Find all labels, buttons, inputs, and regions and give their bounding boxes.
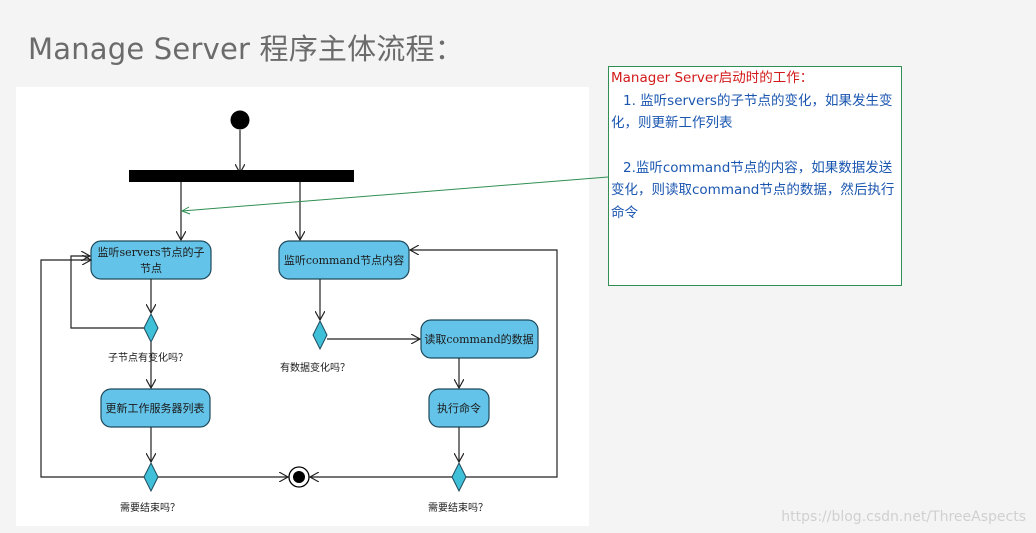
activity-diagram: 监听servers节点的子 节点 子节点有变化吗？ 更新工作服务器列表 需要结束… (16, 87, 589, 526)
flow-children-loop-back (70, 256, 144, 329)
flow-left-outer-loop (40, 260, 144, 478)
activity-watch-servers-line2: 节点 (140, 262, 162, 275)
condition-need-end-left: 需要结束吗？ (120, 501, 180, 514)
activity-read-command-label: 读取command的数据 (424, 332, 533, 346)
slide-title: Manage Server 程序主体流程： (28, 32, 464, 66)
decision-children-changed (143, 312, 159, 344)
note-item-1: 1. 监听servers的子节点的变化，如果发生变化，则更新工作列表 (611, 92, 893, 132)
decision-need-end-right (451, 461, 467, 493)
activity-watch-command-label: 监听command节点内容 (284, 253, 404, 267)
decision-need-end-left (143, 461, 159, 493)
start-node (230, 110, 250, 130)
annotation-note: Manager Server启动时的工作： 1. 监听servers的子节点的变… (608, 66, 902, 286)
condition-data-changed: 有数据变化吗？ (280, 361, 350, 374)
activity-diagram-canvas: 监听servers节点的子 节点 子节点有变化吗？ 更新工作服务器列表 需要结束… (40, 110, 558, 514)
condition-children-changed: 子节点有变化吗？ (108, 351, 188, 364)
note-item-2: 2.监听command节点的内容，如果数据发送变化，则读取command节点的数… (611, 159, 895, 221)
condition-need-end-right: 需要结束吗？ (428, 501, 488, 514)
decision-data-changed (312, 319, 328, 351)
end-node-dot (293, 471, 305, 483)
watermark: https://blog.csdn.net/ThreeAspects (781, 509, 1026, 525)
flow-right-outer-loop (410, 250, 558, 478)
fork-bar (129, 170, 354, 182)
activity-execute-label: 执行命令 (437, 401, 481, 415)
activity-watch-command (278, 240, 410, 280)
note-title: Manager Server启动时的工作： (611, 70, 814, 86)
activity-update-list (100, 388, 211, 428)
activity-read-command (420, 319, 539, 359)
activity-watch-servers-line1: 监听servers节点的子 (97, 245, 204, 259)
activity-update-list-label: 更新工作服务器列表 (106, 401, 205, 415)
